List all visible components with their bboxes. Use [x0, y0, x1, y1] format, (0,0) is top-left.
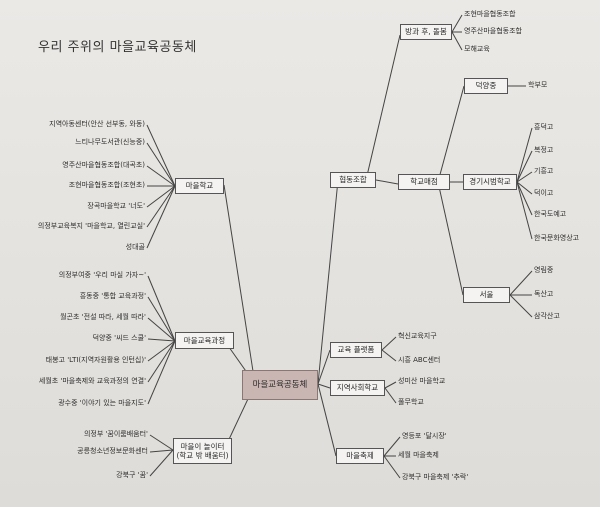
center-label: 마을교육공동체 [252, 379, 308, 390]
node-cooperative: 협동조합 [330, 172, 376, 188]
leaf-village-festival: 강북구 마을축제 '추락' [402, 473, 469, 481]
node-gyeonggi-sihum: 경기시범학교 [463, 174, 517, 190]
leaf-village-edu-course: 월곤초 '전설 따라, 세월 따라' [60, 313, 146, 321]
leaf-village-edu-course: 태봉고 'LTI(지역자원활용 인턴십)' [45, 356, 146, 364]
leaf-seoul: 독산고 [534, 290, 554, 298]
node-label: 서울 [479, 290, 494, 300]
leaf-edu-platform: 혁신교육지구 [398, 332, 437, 340]
leaf-village-festival: 영등포 '달시장' [402, 432, 447, 440]
node-label: 마을축제 [346, 451, 374, 461]
node-edu-platform: 교육 플랫폼 [330, 342, 382, 358]
leaf-village-festival: 세월 마을축제 [398, 451, 439, 459]
node-school-store: 학교매점 [398, 174, 450, 190]
leaf-after-school-care: 영주산마을협동조합 [464, 27, 522, 35]
node-label: 교육 플랫폼 [337, 345, 375, 355]
leaf-regional-school: 성미산 마을학교 [398, 377, 446, 385]
node-regional-school: 지역사회학교 [330, 380, 385, 396]
leaf-village-edu-course: 흥동중 '통합 교육과정' [79, 292, 146, 300]
leaf-village-school: 느티나무도서관(신능중) [75, 138, 145, 146]
node-label: 경기시범학교 [469, 177, 511, 187]
leaf-edu-platform: 시흥 ABC센터 [398, 356, 441, 364]
leaf-seoul: 영림중 [534, 266, 554, 274]
center-node: 마을교육공동체 [242, 370, 318, 400]
page-title: 우리 주위의 마을교육공동체 [38, 40, 197, 55]
node-label: 협동조합 [339, 175, 367, 185]
node-village-edu-course: 마을교육과정 [175, 332, 234, 349]
node-label: 방과 후, 돌봄 [405, 27, 447, 37]
leaf-gyeonggi-sihum: 복정고 [534, 146, 554, 154]
leaf-after-school-care: 모해교육 [464, 45, 490, 53]
leaf-gyeonggi-sihum: 덕이고 [534, 189, 554, 197]
leaf-gyeonggi-sihum: 한국문화영상고 [534, 234, 580, 242]
leaf-village-edu-course: 덕양중 '씨드 스쿨' [92, 334, 146, 342]
leaf-village-edu-course: 광수중 '이야기 있는 마을지도' [58, 399, 146, 407]
node-sublabel: (학교 밖 배움터) [176, 451, 229, 460]
leaf-village-school: 영주산마을협동조합(대곡초) [62, 161, 145, 169]
leaf-village-playground: 공릉청소년정보문화센터 [77, 447, 148, 455]
leaf-village-playground: 강북구 '꿈' [116, 471, 148, 479]
leaf-village-school: 의정부교육복지 '마을학교, 열린교실' [37, 222, 145, 230]
leaf-regional-school: 풀무학교 [398, 398, 424, 406]
node-village-playground: 마을이 놀이터 (학교 밖 배움터) [173, 438, 232, 464]
leaf-after-school-care: 조현마을협동조합 [464, 10, 516, 18]
node-label: 마을교육과정 [183, 335, 226, 345]
leaf-seoul: 삼각산고 [534, 312, 560, 320]
node-village-festival: 마을축제 [336, 448, 384, 464]
leaf-village-school: 조현마을협동조합(조현초) [68, 181, 145, 189]
node-after-school-care: 방과 후, 돌봄 [400, 24, 452, 40]
node-label: 마을학교 [185, 181, 214, 191]
leaf-deokyang: 학부모 [528, 81, 548, 89]
leaf-village-edu-course: 의정부여중 '우리 마실 가자~' [58, 271, 146, 279]
node-label: 마을이 놀이터 [180, 441, 225, 451]
leaf-village-playground: 의정부 '꿈이룸배움터' [83, 430, 148, 438]
leaf-village-edu-course: 세월초 '마을축제와 교육과정의 연결' [38, 377, 146, 385]
node-label: 덕양중 [475, 81, 497, 91]
leaf-village-school: 장곡마을학교 '너도' [87, 202, 145, 210]
leaf-village-school: 성대골 [125, 243, 145, 251]
leaf-gyeonggi-sihum: 기흥고 [534, 167, 554, 175]
leaf-gyeonggi-sihum: 흥덕고 [534, 123, 554, 131]
node-label: 지역사회학교 [336, 383, 379, 393]
node-deokyang: 덕양중 [464, 78, 508, 94]
node-label: 학교매점 [410, 177, 438, 187]
leaf-gyeonggi-sihum: 한국도예고 [534, 210, 567, 218]
node-village-school: 마을학교 [175, 178, 224, 194]
node-seoul: 서울 [463, 287, 510, 303]
leaf-village-school: 지역아동센터(안산 선부동, 와동) [49, 120, 145, 128]
